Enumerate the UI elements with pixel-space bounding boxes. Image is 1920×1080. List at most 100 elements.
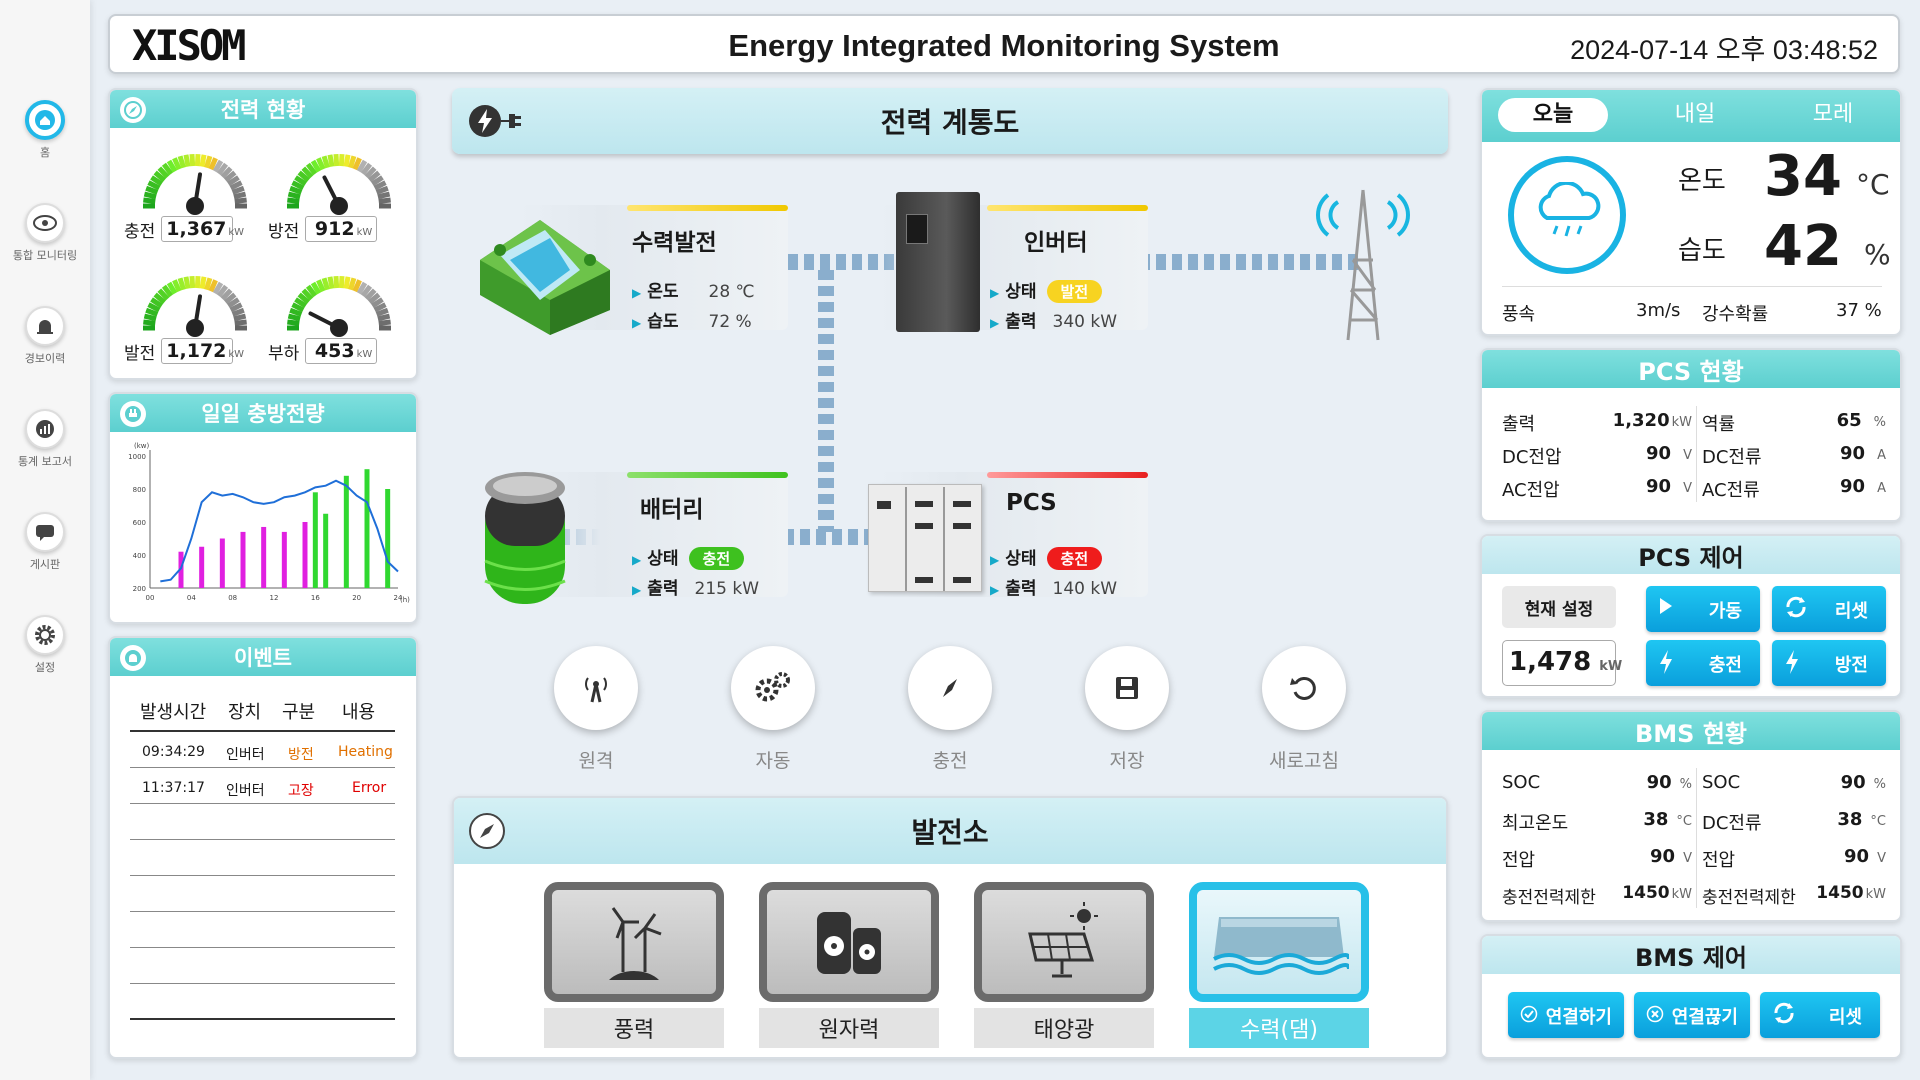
x-tick-label: 12 — [270, 594, 279, 602]
sidebar-item-label: 통합 모니터링 — [12, 249, 78, 262]
kv-label: 전압 — [1702, 850, 1736, 871]
refresh-icon — [1784, 596, 1808, 623]
tab-tomorrow[interactable]: 내일 — [1674, 102, 1716, 127]
tab-day-after[interactable]: 모레 — [1812, 102, 1854, 127]
remote-button[interactable]: 원격 — [553, 646, 639, 773]
sidebar-item-alarm[interactable]: 경보이력 — [0, 306, 90, 366]
plug-icon — [120, 401, 146, 427]
node-bar — [627, 472, 788, 478]
sidebar-item-monitoring[interactable]: 통합 모니터링 — [0, 203, 90, 263]
kv-value: 90% — [1840, 772, 1886, 793]
gauge-tick — [364, 288, 377, 301]
refresh-icon — [1262, 646, 1346, 730]
gauge-tick — [147, 180, 161, 191]
card-header: 발전소 — [454, 798, 1446, 864]
gauge-tick — [208, 157, 218, 171]
refresh-button[interactable]: 새로고침 — [1261, 646, 1347, 773]
solar-panel-icon — [974, 882, 1154, 1002]
sidebar-item-board[interactable]: 게시판 — [0, 512, 90, 572]
gauge-tick — [310, 281, 322, 295]
save-button[interactable]: 저장 — [1084, 646, 1170, 773]
gauge-tick — [199, 154, 207, 168]
gauge-tick — [234, 197, 247, 204]
plant-solar[interactable]: 태양광 — [974, 882, 1154, 1048]
column-header: 장치 — [228, 702, 262, 723]
plant-wind[interactable]: 풍력 — [544, 882, 724, 1048]
gauge-tick — [327, 154, 335, 168]
sidebar-item-label: 홈 — [39, 146, 51, 159]
sidebar-item-report[interactable]: 통계 보고서 — [0, 409, 90, 469]
connector-line — [818, 270, 834, 532]
node-title: 수력발전 — [632, 230, 717, 256]
sidebar-item-label: 통계 보고서 — [17, 455, 73, 468]
disconnect-button[interactable]: 연결끊기 — [1634, 992, 1750, 1038]
sidebar-item-label: 게시판 — [29, 558, 61, 571]
card-title: 전력 현황 — [220, 98, 306, 122]
card-title: PCS 제어 — [1482, 536, 1900, 574]
power-diagram-header: 전력 계통도 — [452, 88, 1448, 154]
compass-icon — [908, 646, 992, 730]
x-tick-label: 20 — [352, 594, 361, 602]
gauge-tick — [231, 185, 245, 195]
chart-bar — [240, 531, 246, 588]
charge-button[interactable]: 충전 — [1646, 640, 1760, 686]
table-row — [130, 804, 395, 840]
chart-bar — [364, 469, 370, 588]
sidebar-item-label: 경보이력 — [24, 352, 66, 365]
plant-nuclear[interactable]: 원자력 — [759, 882, 939, 1048]
sidebar-item-home[interactable]: 홈 — [0, 100, 90, 160]
column-header: 내용 — [342, 702, 376, 723]
kv-label: SOC — [1702, 772, 1741, 793]
sidebar-item-settings[interactable]: 설정 — [0, 615, 90, 675]
gauge-tick — [316, 157, 326, 171]
inverter-icon — [896, 192, 980, 332]
kv-label: 전압 — [1502, 850, 1536, 871]
discharge-button[interactable]: 방전 — [1772, 640, 1886, 686]
plant-hydro-dam[interactable]: 수력(댐) — [1189, 882, 1369, 1048]
gauge-tick — [212, 159, 224, 173]
board-icon — [25, 512, 65, 552]
gauge-tick — [297, 170, 310, 183]
column-header: 발생시간 — [140, 702, 207, 723]
gauge-tick — [166, 281, 178, 295]
tab-today[interactable]: 오늘 — [1498, 98, 1608, 132]
gauge-tick — [377, 313, 391, 322]
antenna-icon — [554, 646, 638, 730]
gauge-tick — [234, 319, 247, 326]
gauge-tick — [287, 191, 301, 200]
run-button[interactable]: 가동 — [1646, 586, 1760, 632]
gauge-tick — [333, 153, 340, 167]
gauge-tick — [194, 153, 201, 167]
node-bar — [987, 472, 1148, 478]
reset-button[interactable]: 리셋 — [1760, 992, 1880, 1038]
gauge-hub — [330, 319, 348, 337]
charge-button[interactable]: 충전 — [907, 646, 993, 773]
gauge-tick — [177, 277, 186, 291]
gauge-tick — [287, 319, 300, 326]
auto-button[interactable]: 자동 — [730, 646, 816, 773]
pcs-cabinet-icon — [868, 484, 982, 592]
button-label: 충전 — [932, 750, 968, 772]
gauge-tick — [305, 162, 318, 176]
connect-button[interactable]: 연결하기 — [1508, 992, 1624, 1038]
rain-label: 강수확률 — [1702, 304, 1769, 325]
reset-button[interactable]: 리셋 — [1772, 586, 1886, 632]
card-title: 이벤트 — [234, 646, 292, 670]
weather-tabs: 오늘 내일 모레 — [1482, 90, 1900, 142]
save-icon — [1085, 646, 1169, 730]
gauge-tick — [348, 155, 357, 169]
node-title: 배터리 — [640, 497, 704, 523]
gauge-tick — [145, 185, 159, 195]
table-row — [130, 984, 395, 1020]
chart-icon — [25, 409, 65, 449]
gauge-tick — [143, 313, 157, 322]
